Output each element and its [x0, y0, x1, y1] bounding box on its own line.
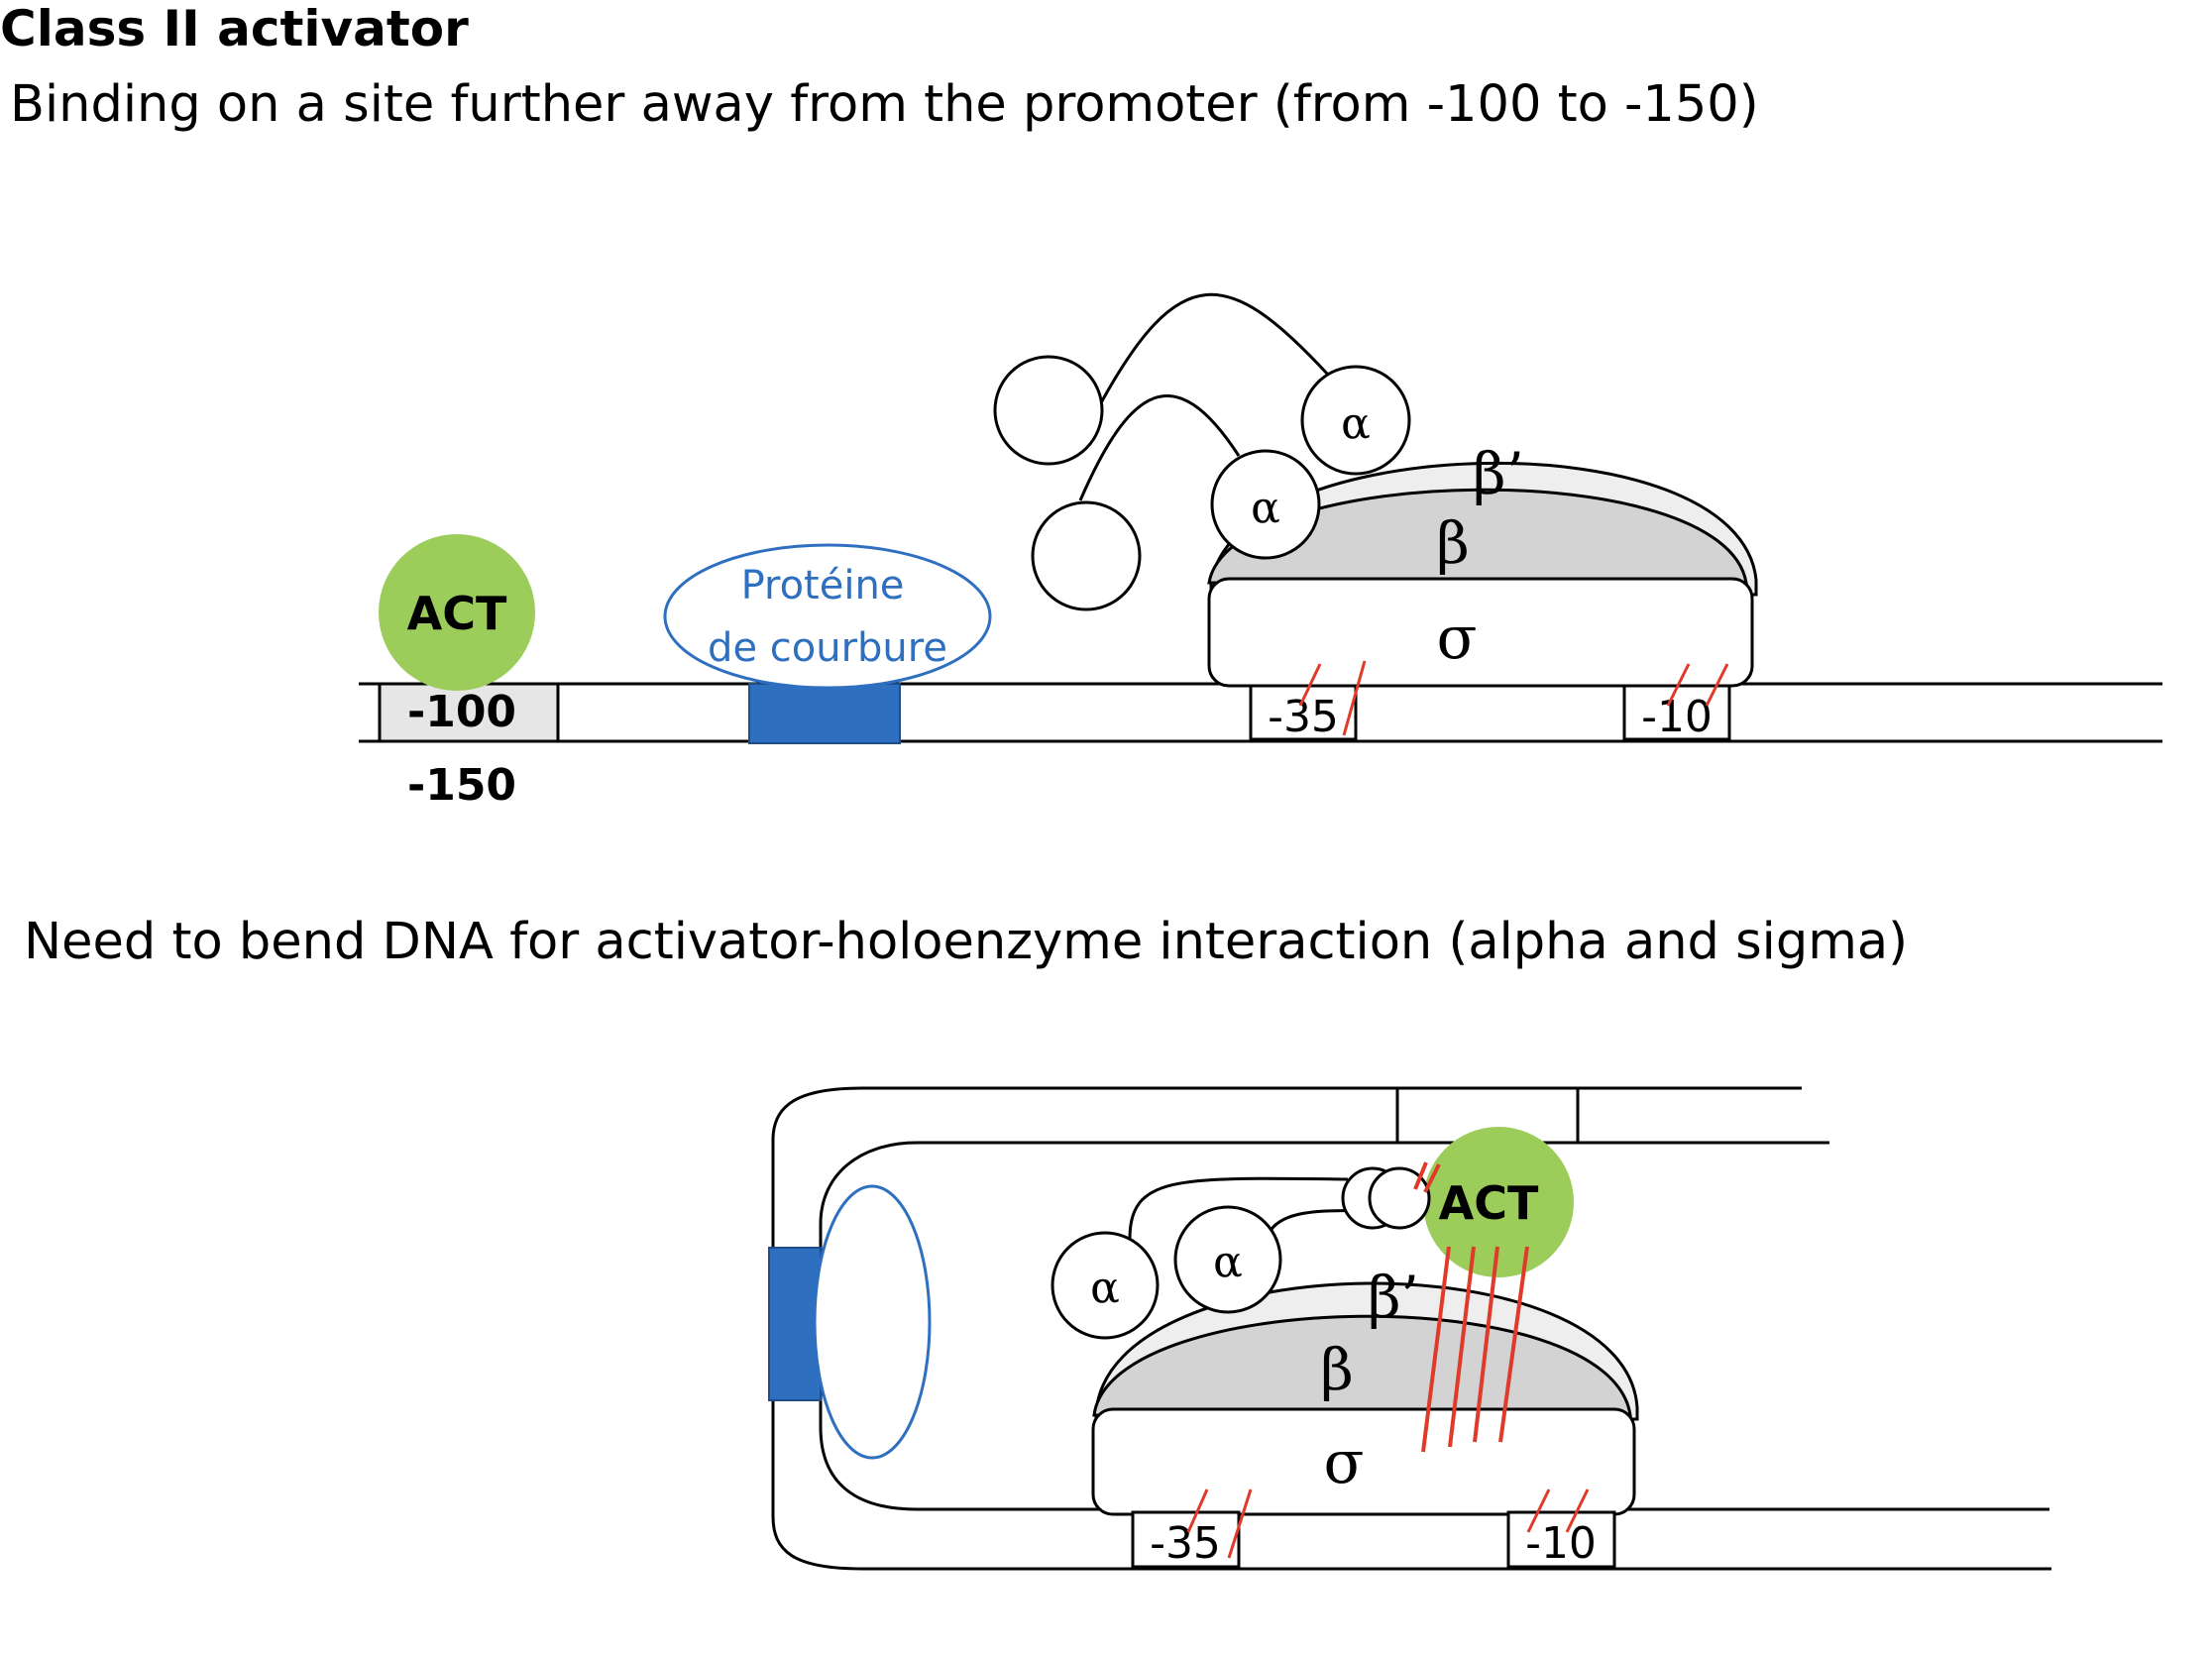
- top-contact-mark-10a: [1666, 663, 1691, 707]
- top-box-35: [1249, 684, 1358, 741]
- bottom-activator: [1423, 1127, 1574, 1277]
- bottom-diagram: β’ β σ ACT α α -35 -10: [768, 1086, 2051, 1571]
- bottom-alpha-label-2: α: [1213, 1237, 1243, 1287]
- bottom-box-10: [1506, 1510, 1616, 1569]
- bottom-box-35: [1131, 1510, 1241, 1569]
- figure-subtitle: Binding on a site further away from the …: [10, 75, 1759, 134]
- top-sigma-label: σ: [1437, 604, 1478, 673]
- bottom-contact-mark-10b: [1565, 1489, 1590, 1533]
- bottom-sigma-subunit: [1091, 1407, 1636, 1516]
- figure-title: Class II activator: [0, 0, 469, 57]
- bottom-box-35-label: -35: [1150, 1518, 1221, 1569]
- top-activator-label: ACT: [407, 587, 507, 640]
- bottom-contact-mark-sigma-4: [1498, 1246, 1529, 1443]
- bottom-sigma-label: σ: [1324, 1428, 1365, 1497]
- bending-caption: Need to bend DNA for activator-holoenzym…: [24, 913, 1909, 971]
- bottom-beta-label: β: [1320, 1336, 1354, 1403]
- top-contact-mark-35b: [1342, 660, 1367, 736]
- bottom-contact-mark-sigma-1: [1421, 1246, 1451, 1453]
- top-bending-protein: [663, 543, 992, 690]
- bottom-alpha-ctd-2: [1368, 1166, 1431, 1230]
- top-alpha-ctd-2: [1031, 500, 1142, 611]
- top-activator: [379, 534, 535, 691]
- top-beta-label: β: [1436, 509, 1470, 577]
- bottom-contact-mark-35a: [1186, 1489, 1209, 1533]
- top-alpha-tether-2: [1078, 394, 1241, 501]
- bottom-bending-protein: [813, 1184, 932, 1460]
- top-site-label-100: -100: [407, 687, 516, 737]
- bottom-bending-site-block: [768, 1247, 822, 1401]
- top-contact-mark-35a: [1298, 663, 1322, 707]
- top-alpha-ntd-1: [1300, 365, 1411, 476]
- bottom-beta-subunit: [1092, 1314, 1632, 1417]
- bottom-contact-mark-sigma-2: [1448, 1246, 1476, 1448]
- top-sigma-subunit: [1207, 577, 1754, 688]
- bottom-alpha-tether-1: [1128, 1176, 1349, 1240]
- top-alpha-label-2: α: [1251, 483, 1280, 533]
- bottom-alpha-label-1: α: [1090, 1263, 1120, 1313]
- top-alpha-ntd-2: [1210, 449, 1321, 560]
- bottom-contact-mark-act-1: [1413, 1161, 1428, 1190]
- bottom-activator-label: ACT: [1439, 1176, 1539, 1230]
- top-contact-mark-10b: [1705, 663, 1729, 707]
- top-bending-site-block: [748, 683, 901, 744]
- bottom-contact-mark-sigma-3: [1473, 1246, 1499, 1443]
- bottom-box-10-label: -10: [1525, 1518, 1597, 1569]
- bottom-beta-prime-label: β’: [1368, 1264, 1419, 1331]
- top-diagram: -100 -150 ACT Protéine de courbure β’ β …: [359, 293, 2162, 811]
- top-bending-label-2: de courbure: [708, 625, 947, 671]
- bottom-contact-mark-act-2: [1423, 1163, 1441, 1193]
- top-alpha-label-1: α: [1341, 398, 1371, 449]
- bottom-alpha-ntd-2: [1173, 1205, 1282, 1314]
- bottom-contact-mark-10a: [1526, 1489, 1551, 1533]
- top-beta-prime-label: β’: [1473, 440, 1524, 507]
- top-alpha-ctd-1: [993, 355, 1104, 466]
- bottom-alpha-ntd-1: [1051, 1231, 1160, 1340]
- top-alpha-tether-1: [1096, 293, 1330, 409]
- top-bending-label-1: Protéine: [741, 563, 905, 608]
- top-activator-site-box: [378, 682, 560, 743]
- top-site-label-150: -150: [407, 760, 516, 811]
- top-box-10-label: -10: [1641, 692, 1713, 742]
- bottom-contact-mark-35b: [1227, 1489, 1253, 1559]
